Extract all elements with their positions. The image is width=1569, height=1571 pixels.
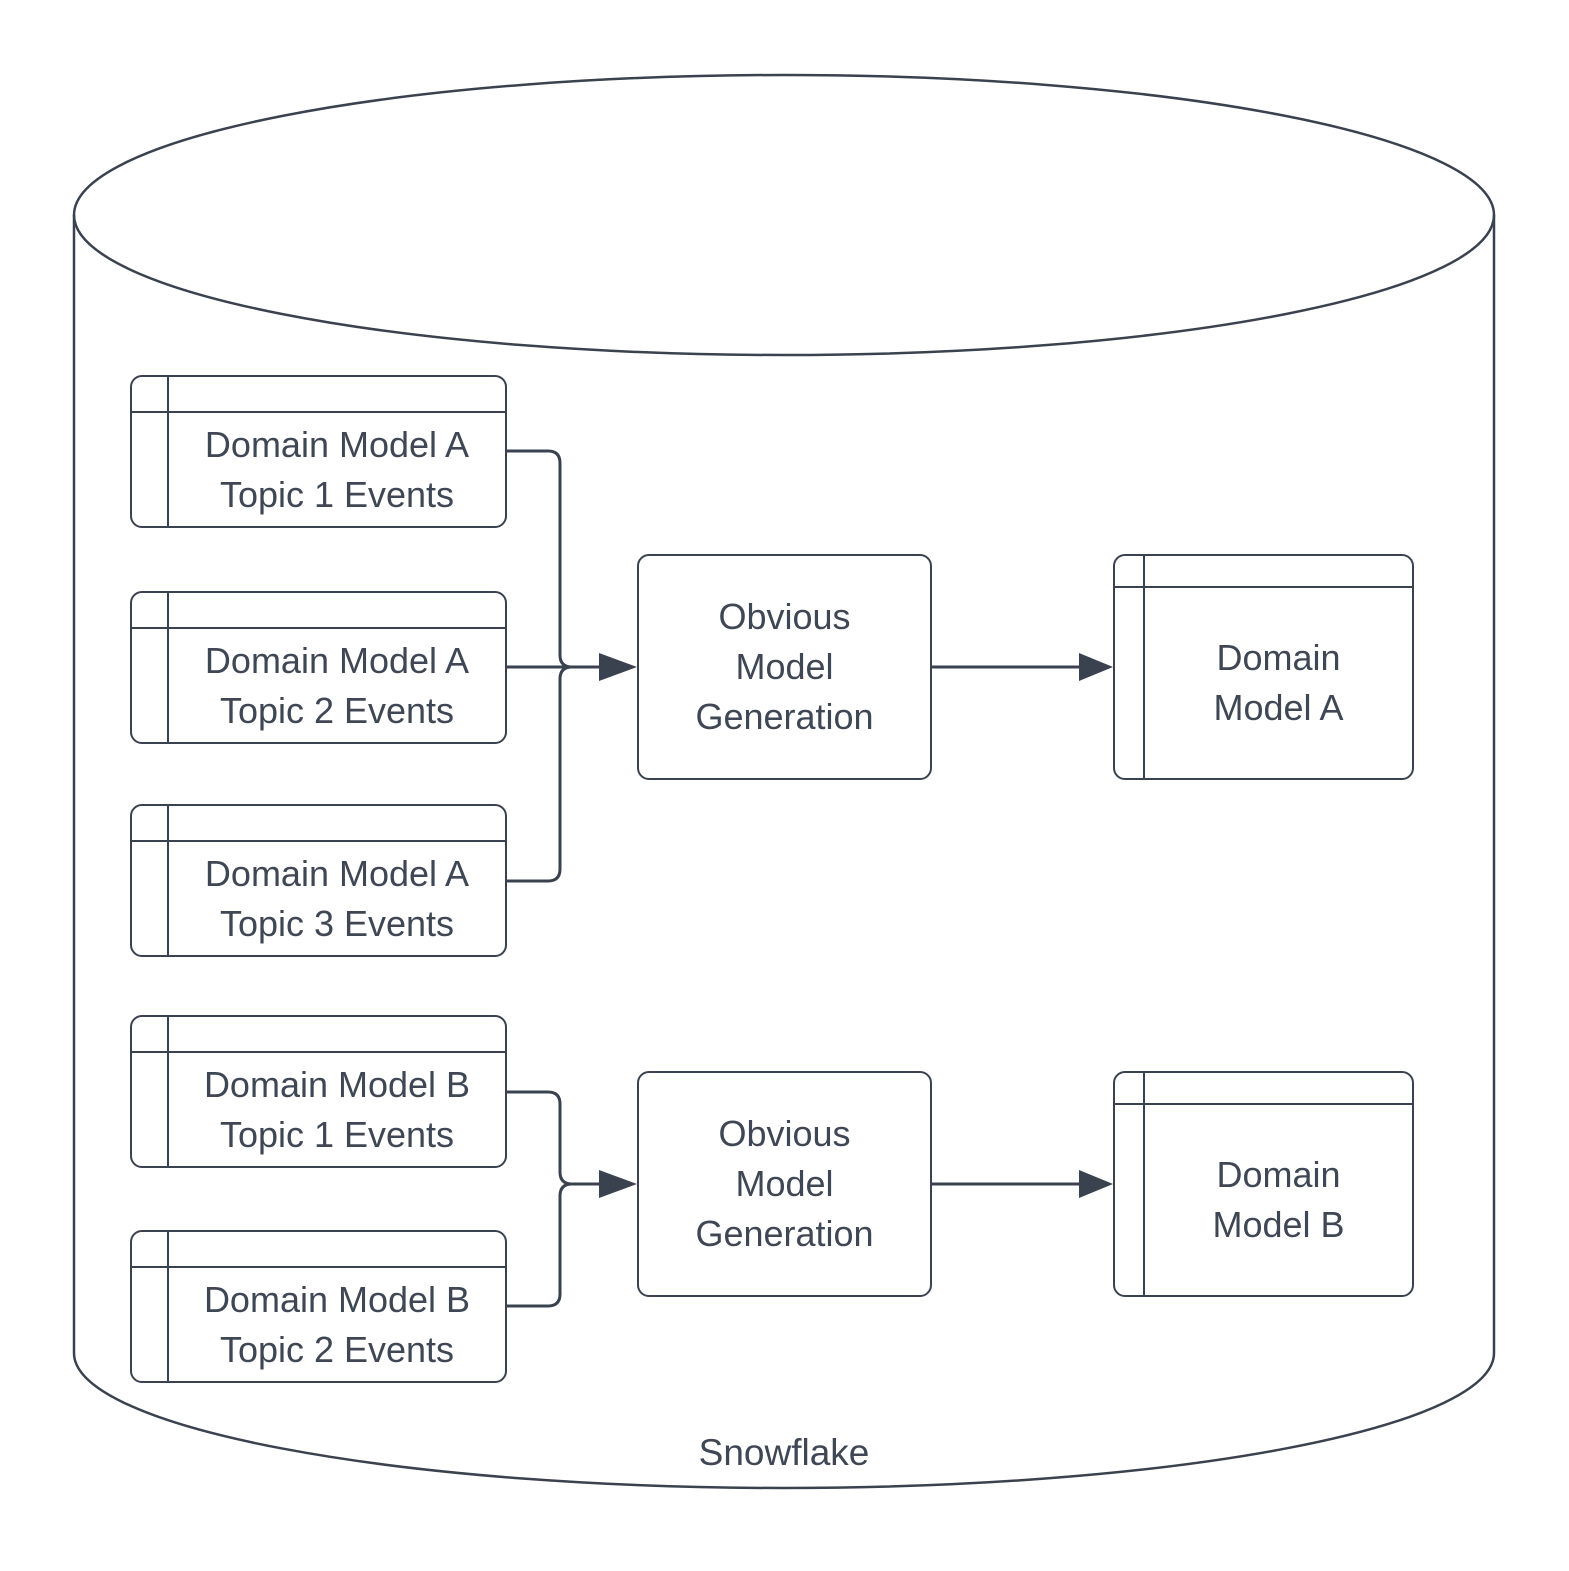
- table-side-column: [167, 592, 169, 743]
- table-header-row: [131, 1051, 506, 1053]
- table-node-domain-b-topic-1: Domain Model B Topic 1 Events: [130, 1015, 507, 1168]
- arrowhead-b-into-output: [1079, 1170, 1113, 1198]
- process-node-obvious-model-generation-a: Obvious Model Generation: [637, 554, 932, 780]
- table-side-column: [167, 376, 169, 527]
- table-label: Domain Model B: [1212, 1154, 1345, 1245]
- table-label: Domain Model A Topic 3 Events: [204, 852, 470, 944]
- arrowhead-b-into-process: [599, 1170, 637, 1198]
- table-node-domain-b-topic-2: Domain Model B Topic 2 Events: [130, 1230, 507, 1383]
- table-node-domain-model-a: Domain Model A: [1113, 554, 1414, 780]
- table-side-column: [1143, 555, 1145, 779]
- table-side-column: [167, 1016, 169, 1167]
- table-header-row: [131, 1266, 506, 1268]
- table-node-domain-a-topic-1: Domain Model A Topic 1 Events: [130, 375, 507, 528]
- arrowhead-a-into-output: [1079, 653, 1113, 681]
- arrowhead-a-into-process: [599, 653, 637, 681]
- table-label: Domain Model B Topic 2 Events: [203, 1278, 471, 1370]
- connector-a-topic1-to-merge: [506, 449, 600, 669]
- table-node-domain-model-b: Domain Model B: [1113, 1071, 1414, 1297]
- table-header-row: [1114, 586, 1413, 588]
- table-header-row: [1114, 1103, 1413, 1105]
- table-label: Domain Model B Topic 1 Events: [203, 1063, 471, 1155]
- table-header-row: [131, 627, 506, 629]
- cylinder-body: [72, 215, 1496, 1490]
- table-header-row: [131, 840, 506, 842]
- cylinder-top-ellipse: [72, 73, 1496, 357]
- connector-a-topic3-to-merge: [506, 665, 600, 883]
- table-label: Domain Model A Topic 2 Events: [204, 639, 470, 731]
- table-label: Domain Model A: [1213, 637, 1344, 728]
- connector-b-topic1-to-merge: [506, 1090, 600, 1186]
- table-header-row: [131, 411, 506, 413]
- table-label: Domain Model A Topic 1 Events: [204, 423, 470, 515]
- cylinder-label: Snowflake: [698, 1432, 870, 1473]
- connector-b-topic2-to-merge: [506, 1182, 600, 1308]
- snowflake-cylinder: [72, 73, 1496, 1490]
- process-node-obvious-model-generation-b: Obvious Model Generation: [637, 1071, 932, 1297]
- table-side-column: [167, 1231, 169, 1382]
- table-side-column: [1143, 1072, 1145, 1296]
- table-node-domain-a-topic-3: Domain Model A Topic 3 Events: [130, 804, 507, 957]
- table-node-domain-a-topic-2: Domain Model A Topic 2 Events: [130, 591, 507, 744]
- table-side-column: [167, 805, 169, 956]
- process-label: Obvious Model Generation: [695, 596, 874, 737]
- process-label: Obvious Model Generation: [695, 1113, 874, 1254]
